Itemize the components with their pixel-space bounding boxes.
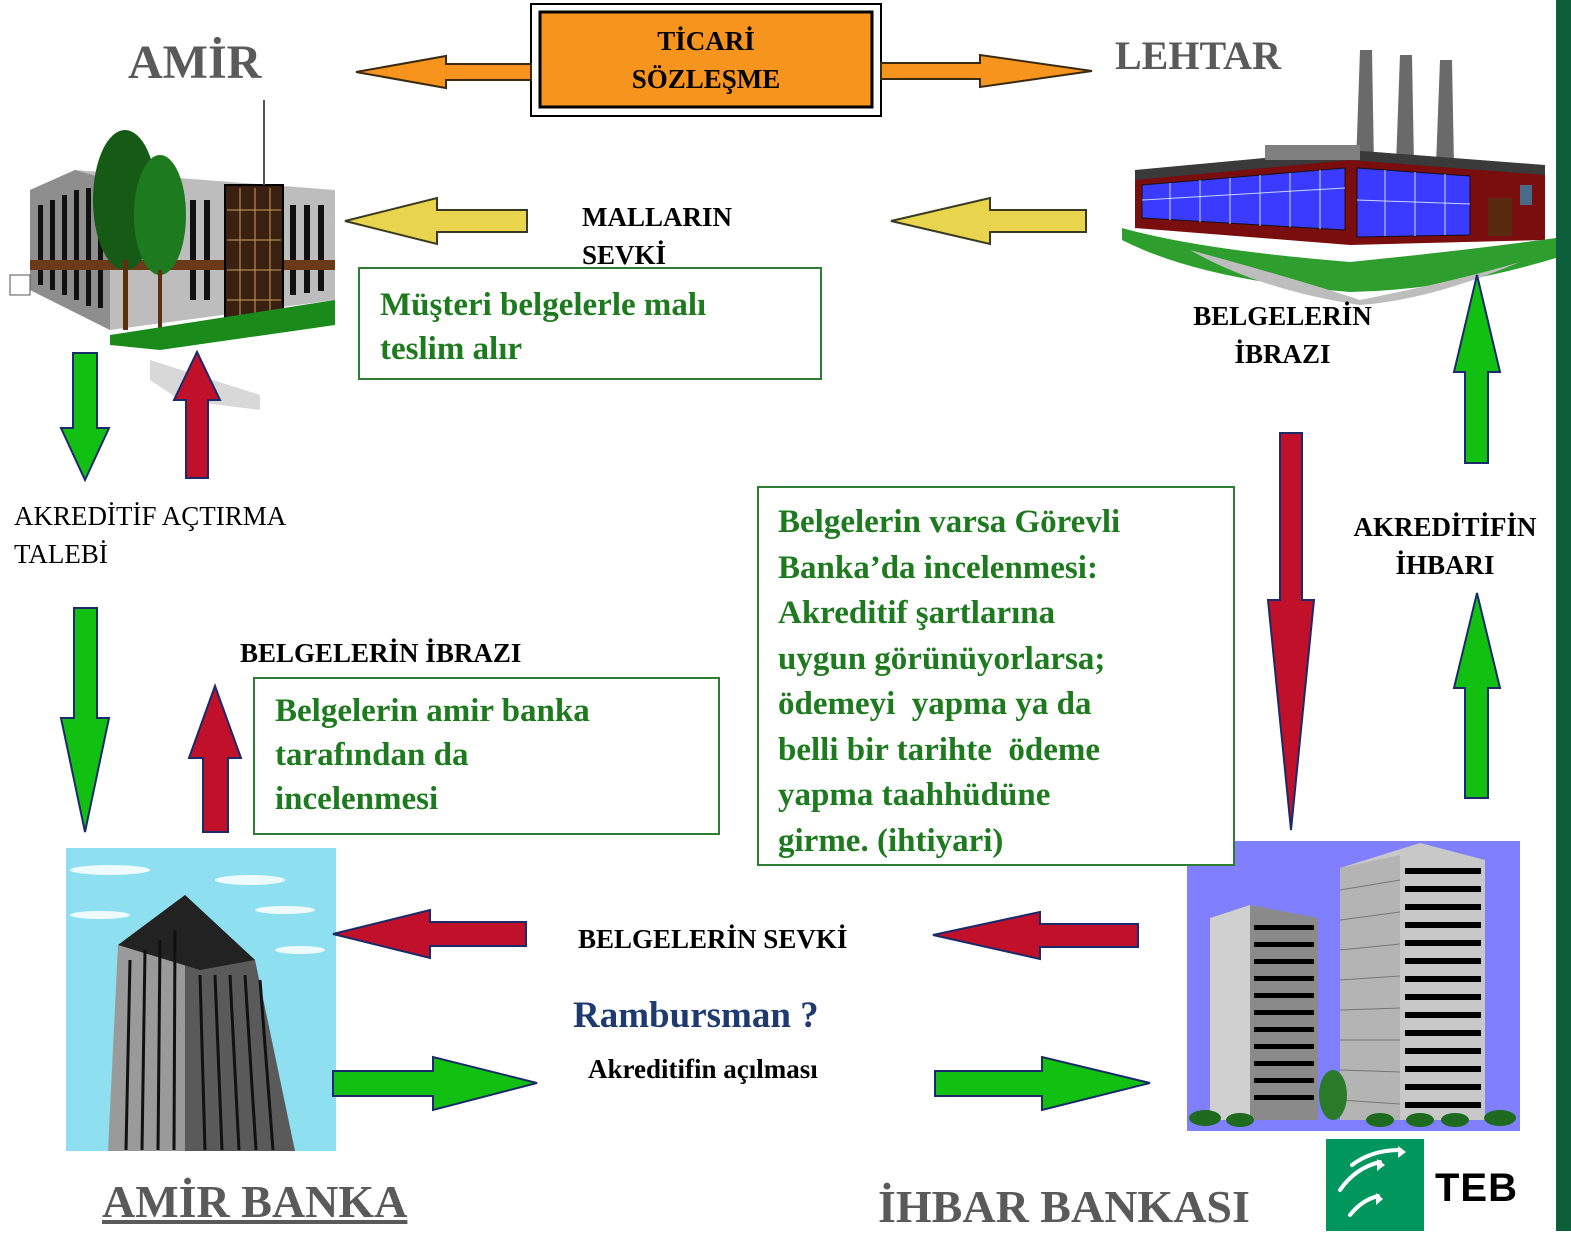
note-gorevli-line: girme. (ihtiyari) bbox=[778, 822, 1004, 859]
label-rambursman: Rambursman ? bbox=[573, 995, 819, 1036]
note-gorevli-line: yapma taahhüdüne bbox=[778, 777, 1051, 813]
note-gorevli-line: belli bir tarihte ödeme bbox=[778, 731, 1101, 768]
label-belgelerin-sevki: BELGELERİN SEVKİ bbox=[578, 924, 848, 954]
request-arrow-down-2 bbox=[59, 607, 111, 833]
party-ihbar-bankasi: İHBAR BANKASI bbox=[878, 1181, 1250, 1232]
note-musteri-line: teslim alır bbox=[380, 331, 523, 367]
party-amir: AMİR bbox=[128, 36, 262, 89]
docs-arrow-up-1 bbox=[172, 349, 222, 479]
opening-arrow-2 bbox=[934, 1055, 1151, 1112]
factory-illustration bbox=[1122, 50, 1556, 305]
note-amir-banka: Belgelerin amir banka tarafından da ince… bbox=[253, 677, 720, 835]
note-amir-banka-line: incelenmesi bbox=[275, 781, 439, 817]
contract-line-1: TİCARİ bbox=[657, 26, 755, 56]
note-gorevli-line: uygun görünüyorlarsa; bbox=[778, 640, 1106, 677]
party-amir-banka: AMİR BANKA bbox=[102, 1176, 408, 1227]
label-akreditifin-ihbari: AKREDİTİFİN İHBARI bbox=[1330, 508, 1560, 584]
edge-strip bbox=[1556, 0, 1571, 1231]
docs-arrow-down-right bbox=[1266, 432, 1316, 831]
docs-sevk-arrow-left bbox=[332, 908, 527, 960]
label-sevki: SEVKİ bbox=[582, 240, 667, 270]
notifying-bank-illustration bbox=[1187, 841, 1520, 1131]
note-amir-banka-line: Belgelerin amir banka bbox=[275, 693, 590, 729]
label-mallarin-sevki: MALLARIN SEVKİ bbox=[582, 198, 732, 274]
contract-box bbox=[530, 3, 882, 117]
label-akreditifin: AKREDİTİFİN bbox=[1353, 512, 1537, 542]
note-gorevli-line: ödemeyi yapma ya da bbox=[778, 686, 1092, 722]
note-gorevli-line: Belgelerin varsa Görevli bbox=[778, 504, 1121, 540]
teb-logo bbox=[1326, 1139, 1424, 1231]
contract-line-2: SÖZLEŞME bbox=[631, 64, 781, 94]
request-arrow-down-1 bbox=[59, 352, 111, 483]
contract-arrow-right bbox=[880, 53, 1093, 89]
office-building-illustration bbox=[9, 100, 335, 410]
teb-logo-text: TEB bbox=[1435, 1166, 1518, 1210]
goods-arrow-right bbox=[890, 196, 1087, 246]
label-talebi: TALEBİ bbox=[14, 539, 108, 569]
label-akreditif-actirma-1: AKREDİTİF AÇTIRMA bbox=[14, 501, 287, 531]
note-gorevli-line: Akreditif şartlarına bbox=[778, 595, 1056, 631]
contract-label: TİCARİ SÖZLEŞME bbox=[540, 22, 872, 98]
contract-arrow-left bbox=[355, 54, 532, 90]
goods-arrow-left bbox=[344, 196, 528, 246]
label-akreditif-actirma: AKREDİTİF AÇTIRMA TALEBİ bbox=[14, 497, 286, 573]
note-musteri-line: Müşteri belgelerle malı bbox=[380, 287, 707, 323]
label-ihbari: İHBARI bbox=[1395, 550, 1495, 580]
note-gorevli-line: Banka’da incelenmesi: bbox=[778, 549, 1098, 586]
label-akreditifin-acilmasi: Akreditifin açılması bbox=[588, 1054, 818, 1084]
note-gorevli-banka: Belgelerin varsa Görevli Banka’da incele… bbox=[757, 486, 1235, 866]
party-lehtar: LEHTAR bbox=[1115, 33, 1281, 78]
label-mallarin: MALLARIN bbox=[582, 202, 733, 232]
notify-arrow-up-2 bbox=[1452, 592, 1502, 799]
note-amir-banka-line: tarafından da bbox=[275, 737, 469, 773]
docs-sevk-arrow-right bbox=[932, 910, 1139, 961]
notify-arrow-up-1 bbox=[1452, 274, 1502, 464]
amir-bank-illustration bbox=[66, 848, 336, 1151]
opening-arrow-1 bbox=[332, 1055, 538, 1112]
label-ibrazi: İBRAZI bbox=[1234, 339, 1331, 369]
label-belgelerin-ibrazi-top: BELGELERİN İBRAZI bbox=[1170, 297, 1395, 373]
note-musteri: Müşteri belgelerle malı teslim alır bbox=[358, 267, 822, 380]
docs-arrow-up-2 bbox=[187, 683, 243, 833]
label-belgelerin-ibrazi-left: BELGELERİN İBRAZI bbox=[240, 638, 522, 668]
label-belgelerin: BELGELERİN bbox=[1193, 301, 1372, 331]
